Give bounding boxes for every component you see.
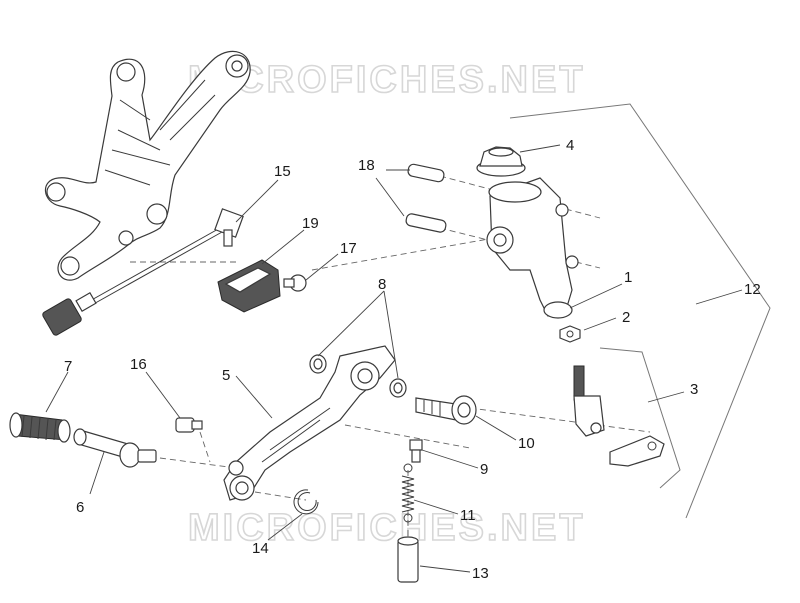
callout-14: 14 (252, 540, 269, 557)
callout-13: 13 (472, 565, 489, 582)
callout-3: 3 (690, 381, 698, 398)
switch-bracket (217, 259, 281, 313)
callout-18: 18 (358, 157, 375, 174)
pushrod-clevis (573, 365, 665, 467)
screw-16 (175, 417, 203, 433)
callout-2: 2 (622, 309, 630, 326)
return-spring (401, 463, 415, 523)
callout-9: 9 (480, 461, 488, 478)
screw-9 (409, 439, 423, 463)
watermark-top: MICROFICHES.NET (188, 59, 586, 101)
callout-12: 12 (744, 281, 761, 298)
callout-1: 1 (624, 269, 632, 286)
nut-2 (559, 325, 581, 343)
leader-lines (45, 144, 743, 573)
pivot-bolt (415, 395, 477, 425)
callout-7: 7 (64, 358, 72, 375)
frame-assembly-12 (509, 103, 771, 519)
pins-18 (405, 163, 447, 233)
spacer-tube (397, 536, 419, 583)
rings-8 (309, 354, 407, 398)
footpeg-rubber (9, 412, 71, 443)
callout-10: 10 (518, 435, 535, 452)
callout-8: 8 (378, 276, 386, 293)
callout-labels: 1 2 3 4 5 6 7 8 9 10 11 12 13 14 15 16 1… (64, 137, 761, 582)
footpeg (73, 428, 157, 468)
callout-19: 19 (302, 215, 319, 232)
callout-15: 15 (274, 163, 291, 180)
callout-5: 5 (222, 367, 230, 384)
brake-light-switch (42, 208, 244, 336)
watermark-bottom: MICROFICHES.NET (188, 507, 586, 549)
reservoir-cap (476, 146, 526, 177)
callout-6: 6 (76, 499, 84, 516)
callout-16: 16 (130, 356, 147, 373)
callout-11: 11 (460, 507, 476, 524)
frame-assembly-3 (599, 347, 681, 489)
footrest-bracket (44, 50, 251, 281)
screw-17 (283, 274, 307, 292)
brake-pedal-lever (223, 345, 396, 501)
master-cylinder (486, 177, 579, 319)
callout-4: 4 (566, 137, 574, 154)
callout-17: 17 (340, 240, 357, 257)
circlip (293, 489, 319, 515)
